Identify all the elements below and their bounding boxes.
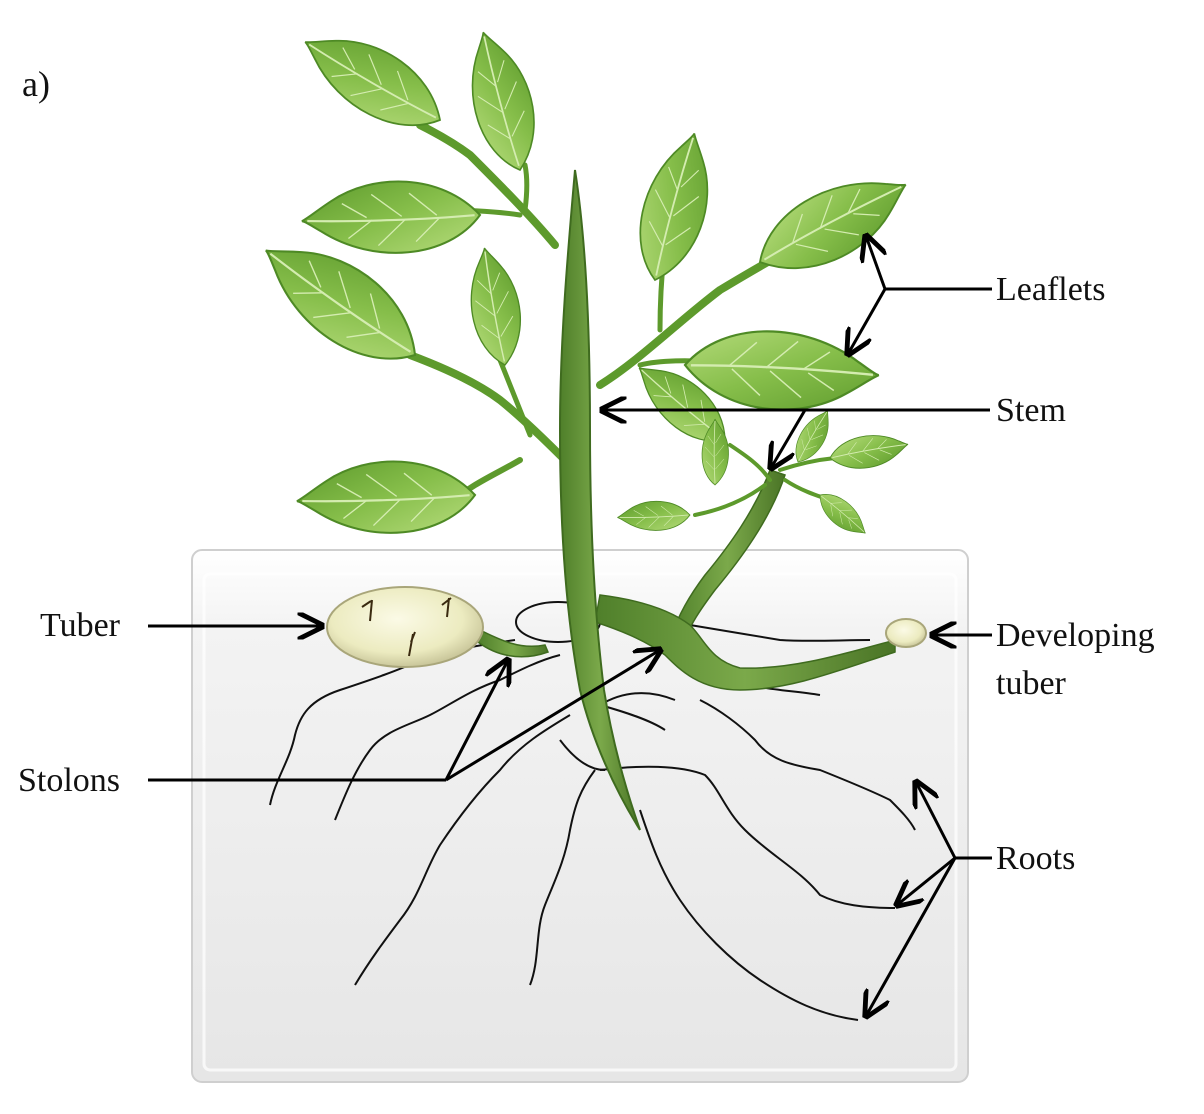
label-developing-tuber-line2: tuber — [996, 665, 1067, 702]
tuber — [327, 587, 483, 667]
label-leaflets: Leaflets — [996, 271, 1106, 308]
label-stolons: Stolons — [18, 762, 120, 799]
label-tuber: Tuber — [40, 607, 121, 644]
developing-tuber — [886, 619, 926, 647]
label-developing-tuber-line1: Developing — [996, 617, 1155, 654]
label-stem: Stem — [996, 392, 1066, 429]
label-roots: Roots — [996, 840, 1075, 877]
panel-label: a) — [22, 64, 50, 104]
